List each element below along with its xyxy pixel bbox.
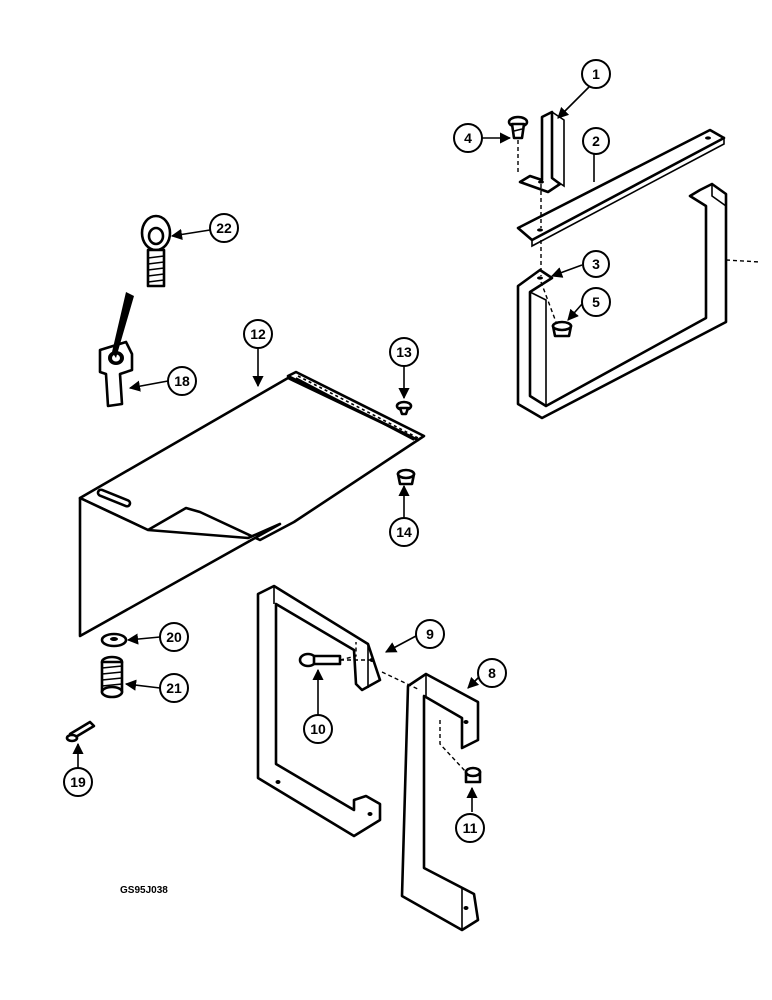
svg-text:8: 8 <box>488 665 496 681</box>
drawing-code: GS95J038 <box>120 885 168 896</box>
part-10-bolt <box>298 652 342 668</box>
callout-8: 8 <box>477 658 507 688</box>
assembly-line-3-5 <box>540 281 557 323</box>
part-13-screw <box>395 400 413 416</box>
part-21-threaded-spacer <box>100 655 124 699</box>
svg-text:3: 3 <box>592 256 600 272</box>
assembly-wedge-arrow <box>112 292 134 358</box>
svg-text:18: 18 <box>174 373 190 389</box>
callout-2: 2 <box>582 127 610 155</box>
callout-11: 11 <box>455 813 485 843</box>
svg-text:10: 10 <box>310 721 326 737</box>
svg-text:11: 11 <box>463 820 478 836</box>
part-19-pin <box>65 720 96 743</box>
assembly-line-9-8 <box>340 659 421 691</box>
part-3-frame-bracket <box>516 182 761 420</box>
part-2-flat-strap <box>516 128 726 248</box>
callout-1: 1 <box>581 59 611 89</box>
part-4-screw <box>507 115 529 140</box>
svg-text:20: 20 <box>166 629 182 645</box>
callout-4: 4 <box>453 123 483 153</box>
callout-13: 13 <box>389 337 419 367</box>
svg-text:14: 14 <box>396 524 412 540</box>
callout-3: 3 <box>582 250 610 278</box>
part-12-hinged-cover <box>78 370 426 638</box>
part-11-nut <box>464 766 482 784</box>
svg-text:4: 4 <box>464 130 472 146</box>
part-9-u-bracket <box>256 584 382 838</box>
svg-text:21: 21 <box>166 680 182 696</box>
part-22-eye-bolt <box>140 214 172 288</box>
part-20-washer <box>100 632 128 648</box>
svg-text:19: 19 <box>70 774 86 790</box>
callout-21: 21 <box>159 673 189 703</box>
callout-10: 10 <box>303 714 333 744</box>
callout-9: 9 <box>415 619 445 649</box>
assembly-line-8-11 <box>439 720 467 773</box>
callout-19: 19 <box>63 767 93 797</box>
svg-text:13: 13 <box>396 344 412 360</box>
svg-text:12: 12 <box>250 326 266 342</box>
callout-20: 20 <box>159 622 189 652</box>
part-5-nut <box>551 320 573 338</box>
svg-text:5: 5 <box>592 294 600 310</box>
callout-22: 22 <box>209 213 239 243</box>
callout-18: 18 <box>167 366 197 396</box>
svg-text:1: 1 <box>592 66 600 82</box>
callout-12: 12 <box>243 319 273 349</box>
assembly-line-10-9 <box>339 642 357 661</box>
leader-lines <box>72 85 595 812</box>
svg-text:22: 22 <box>216 220 232 236</box>
part-18-tab <box>98 340 134 408</box>
callout-14: 14 <box>389 517 419 547</box>
part-14-nut <box>396 468 416 486</box>
part-8-offset-bracket <box>400 672 480 932</box>
callout-5: 5 <box>581 287 611 317</box>
svg-text:9: 9 <box>426 626 434 642</box>
svg-text:2: 2 <box>592 133 600 149</box>
